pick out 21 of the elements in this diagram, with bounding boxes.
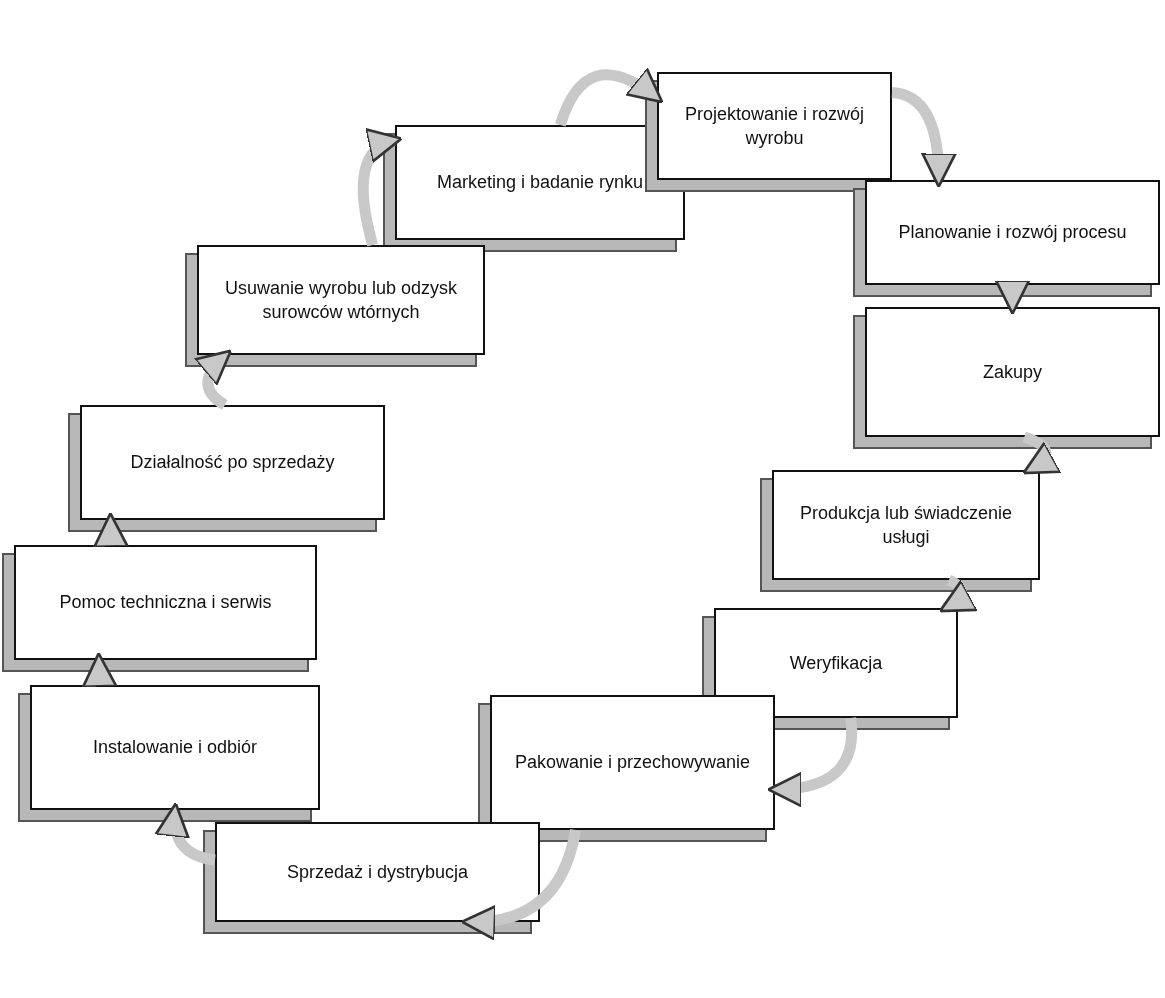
step-label: Pakowanie i przechowywanie (514, 751, 751, 775)
step-label: Projektowanie i rozwój wyrobu (683, 102, 866, 150)
curved-arrow (994, 279, 1031, 315)
curved-arrow (891, 87, 957, 188)
step-label: Działalność po sprzedaży (130, 451, 335, 475)
curved-arrow (93, 512, 129, 548)
step-label: Planowanie i rozwój procesu (898, 221, 1127, 245)
curved-arrow (767, 717, 858, 807)
curved-arrow (555, 67, 664, 127)
step-label: Marketing i badanie rynku (436, 171, 644, 195)
step-label: Sprzedaż i dystrybucja (286, 860, 469, 884)
curved-arrow (193, 349, 232, 410)
curved-arrow (1022, 431, 1062, 475)
step-label: Usuwanie wyrobu lub odzysk surowców wtórnych (223, 276, 459, 324)
step-label: Zakupy (983, 360, 1042, 384)
step-label: Produkcja lub świadczenie usługi (798, 501, 1014, 549)
curved-arrow (938, 575, 979, 613)
curved-arrow (460, 828, 581, 940)
step-label: Instalowanie i odbiór (92, 736, 258, 760)
step-label: Weryfikacja (789, 651, 883, 675)
step-label: Pomoc techniczna i serwis (59, 591, 272, 615)
